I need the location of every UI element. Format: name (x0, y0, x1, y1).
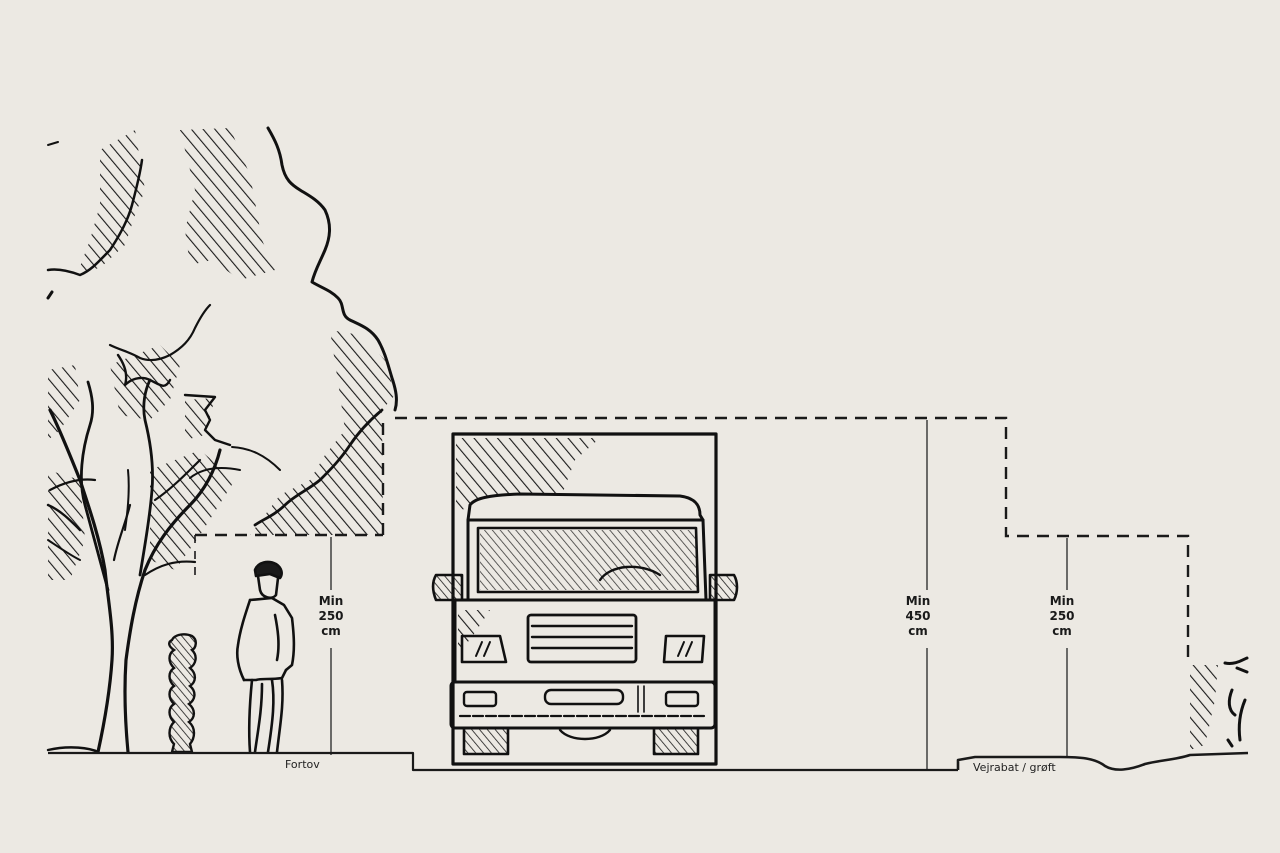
canopy-shade-5 (110, 345, 180, 420)
clearance-label-roadway: Min 450 cm (898, 594, 938, 639)
ground-label-sidewalk: Fortov (285, 758, 320, 771)
canopy-shade-8 (48, 470, 85, 580)
stone-bollard (168, 633, 197, 754)
cab-shade (458, 610, 490, 650)
canopy-shade-1 (78, 130, 145, 272)
canopy-shade-2 (180, 128, 275, 280)
roadside-bush (1190, 656, 1249, 750)
box-shade (456, 438, 600, 510)
clearance-envelope (194, 416, 1190, 665)
windshield-shade (480, 530, 697, 590)
truck-front (431, 432, 739, 766)
dimension-lines (330, 420, 1068, 770)
ground-label-shoulder: Vejrabat / grøft (973, 761, 1056, 774)
clearance-label-sidewalk: Min 250 cm (311, 594, 351, 639)
canopy-shade-3 (250, 330, 395, 535)
ground-profile (48, 751, 1249, 772)
clearance-label-shoulder: Min 250 cm (1042, 594, 1082, 639)
tree-illustration (46, 126, 398, 754)
canopy-shade-4 (48, 365, 80, 440)
pedestrian (235, 560, 296, 754)
canopy-shade-7 (150, 450, 235, 570)
